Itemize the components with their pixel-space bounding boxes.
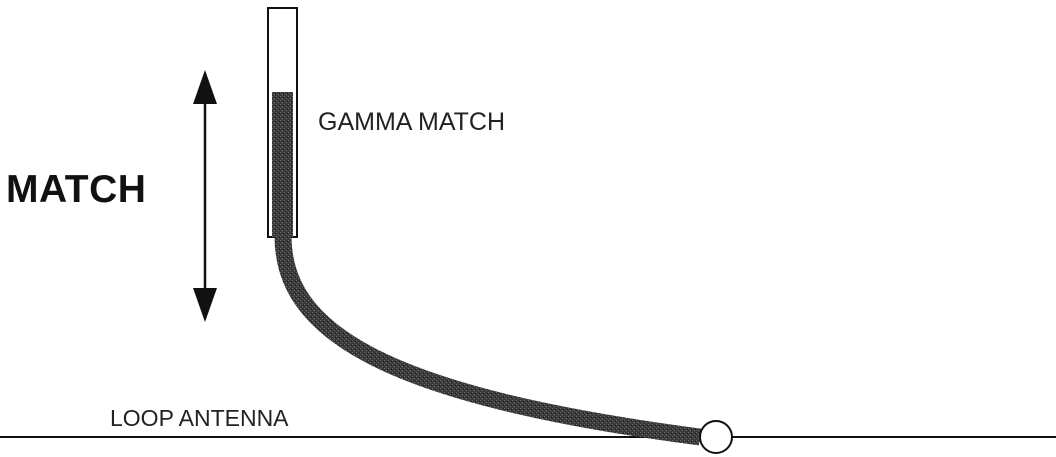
match-label: MATCH — [6, 168, 147, 211]
adjust-arrow-down-head — [193, 288, 217, 322]
adjust-arrow-up-head — [193, 70, 217, 104]
loop-antenna-label: LOOP ANTENNA — [110, 405, 289, 431]
connection-point-circle — [699, 420, 733, 454]
gamma-conductor-curve — [274, 235, 702, 446]
gamma-rod-inner — [272, 92, 293, 237]
gamma-match-label: GAMMA MATCH — [318, 108, 506, 136]
